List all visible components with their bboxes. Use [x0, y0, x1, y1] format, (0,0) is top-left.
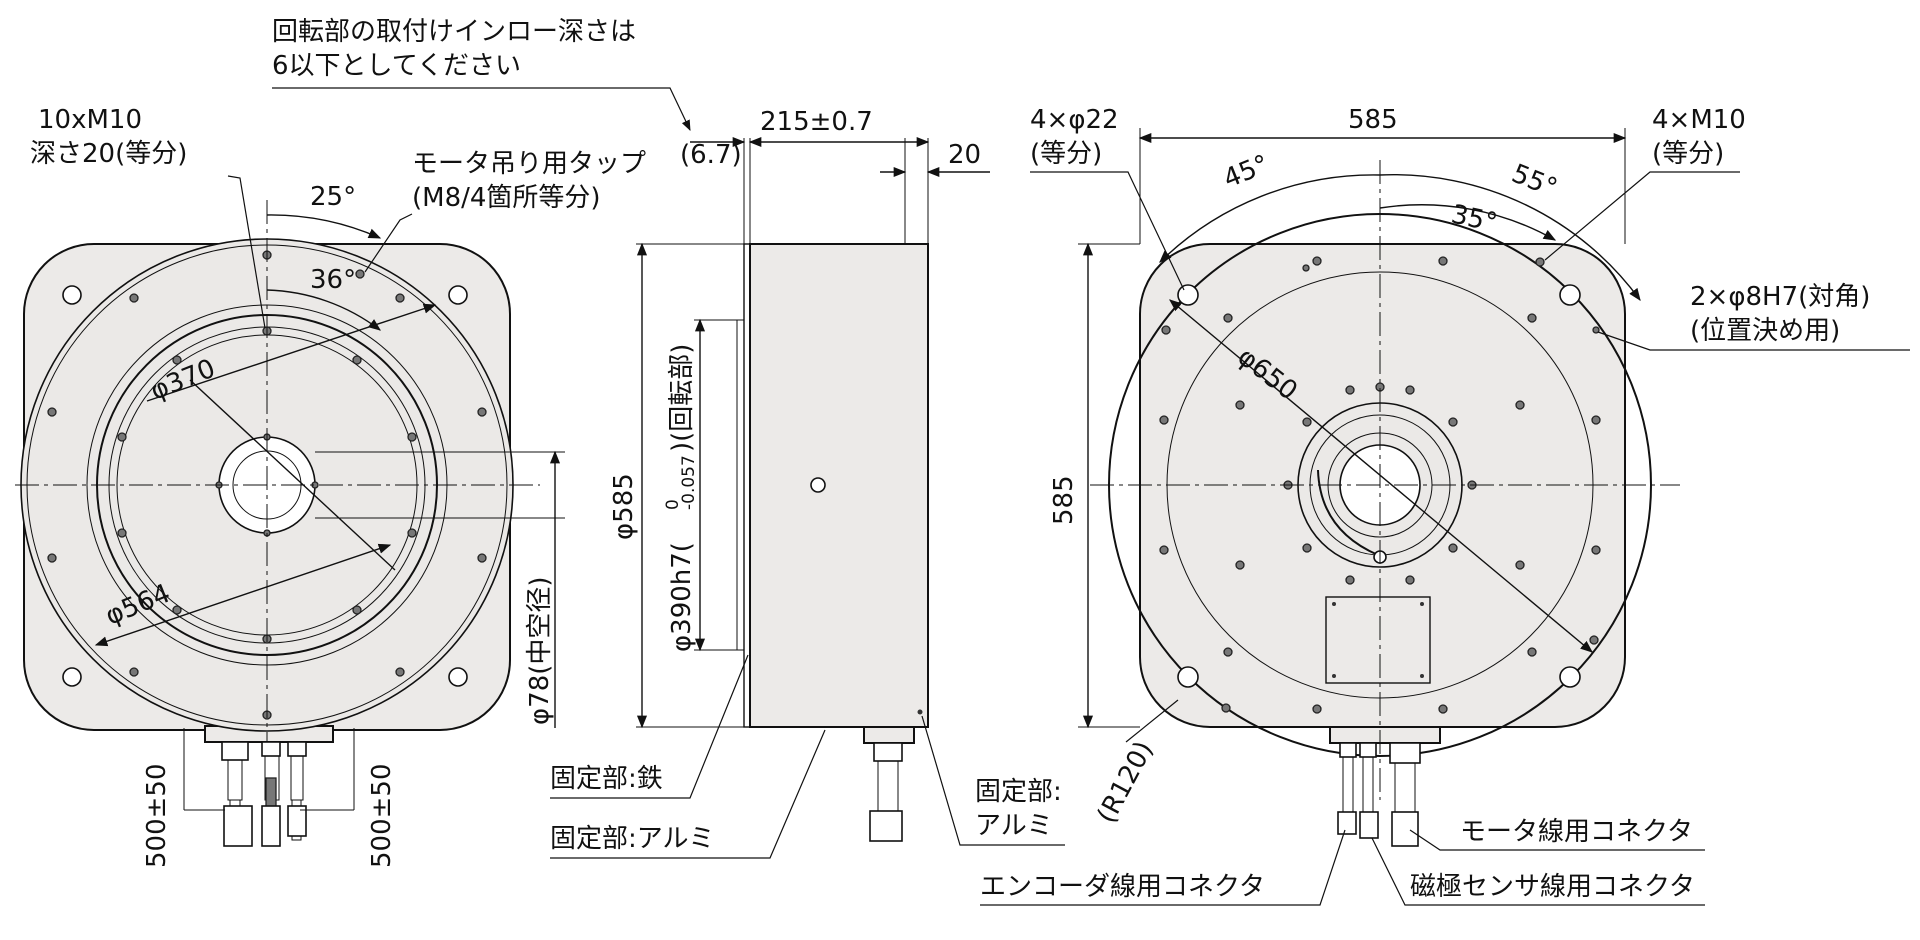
side-dia-390: φ390h7(: [667, 542, 697, 652]
front-angle-36: 36°: [310, 265, 356, 295]
front-tap-label-1: 10xM10: [38, 105, 142, 135]
back-pin-2: (位置決め用): [1690, 316, 1840, 346]
back-height-585: 585: [1049, 475, 1079, 525]
side-tol-upper: 0: [663, 499, 683, 510]
side-dim-length: 215±0.7: [760, 107, 873, 137]
front-corner-hole: [448, 285, 468, 305]
note-top-line2: 6以下としてください: [272, 51, 521, 81]
top-note: 回転部の取付けインロー深さは 6以下としてください: [272, 17, 691, 131]
back-holes-22-1: 4×φ22: [1030, 105, 1119, 135]
back-tap-m10-1: 4×M10: [1652, 105, 1746, 135]
front-lift-label-2: (M8/4箇所等分): [412, 183, 601, 213]
back-hole-22: [1559, 666, 1581, 688]
back-radius: (R120): [1092, 737, 1160, 829]
side-body: [749, 243, 929, 728]
back-cable-boss: [1329, 726, 1441, 744]
front-cable-length-right: 500±50: [367, 764, 397, 869]
back-pin-1: 2×φ8H7(対角): [1690, 282, 1870, 312]
back-tap-m10-2: (等分): [1652, 139, 1724, 169]
side-screw: [810, 477, 826, 493]
back-holes-22-2: (等分): [1030, 139, 1102, 169]
back-cables: [1337, 742, 1421, 847]
side-dia-390-suffix: )(回転部): [667, 344, 697, 452]
side-dia-585: φ585: [609, 473, 639, 540]
side-fixed-alu: 固定部:アルミ: [550, 824, 715, 854]
side-dim-20: 20: [948, 140, 981, 170]
front-angle-25: 25°: [310, 182, 356, 212]
back-width-585: 585: [1348, 105, 1398, 135]
front-view: 10xM10 深さ20(等分) モータ吊り用タップ (M8/4箇所等分) 25°…: [15, 105, 646, 868]
side-fixed-alu2-2: アルミ: [975, 811, 1053, 841]
front-lift-label-1: モータ吊り用タップ: [412, 149, 646, 179]
front-cables: [221, 741, 307, 847]
back-angle-35: 35°: [1449, 200, 1500, 239]
side-dia-390-group: φ390h7( 0 -0.057 )(回転部): [663, 344, 699, 652]
side-fixed-alu2-1: 固定部:: [975, 777, 1062, 807]
back-pole-connector: 磁極センサ線用コネクタ: [1410, 872, 1695, 902]
side-fixed-iron: 固定部:鉄: [550, 764, 663, 794]
back-hole-22: [1177, 284, 1199, 306]
front-cable-length-left: 500±50: [142, 764, 172, 869]
front-corner-hole: [62, 285, 82, 305]
front-corner-hole: [62, 667, 82, 687]
back-encoder-connector: エンコーダ線用コネクタ: [980, 872, 1265, 902]
back-motor-connector: モータ線用コネクタ: [1460, 817, 1693, 847]
front-tap-label-2: 深さ20(等分): [30, 139, 187, 169]
side-dim-offset: (6.7): [680, 140, 742, 170]
front-corner-hole: [448, 667, 468, 687]
side-tol-lower: -0.057: [679, 455, 699, 510]
note-top-line1: 回転部の取付けインロー深さは: [272, 17, 636, 47]
back-angle-45: 45°: [1219, 149, 1273, 194]
side-view: (6.7) 215±0.7 20 φ585 φ390h7( 0 -0.057 )…: [550, 107, 1065, 859]
back-hole-22: [1559, 284, 1581, 306]
side-connector-block: [863, 726, 915, 744]
front-bore-dia: φ78(中空径): [525, 576, 555, 725]
back-hole-22: [1177, 666, 1199, 688]
back-angle-55: 55°: [1507, 159, 1561, 204]
back-view: φ650 585 585 45° 55° 35° 4×φ22 (等分) 4×M1…: [980, 105, 1910, 906]
